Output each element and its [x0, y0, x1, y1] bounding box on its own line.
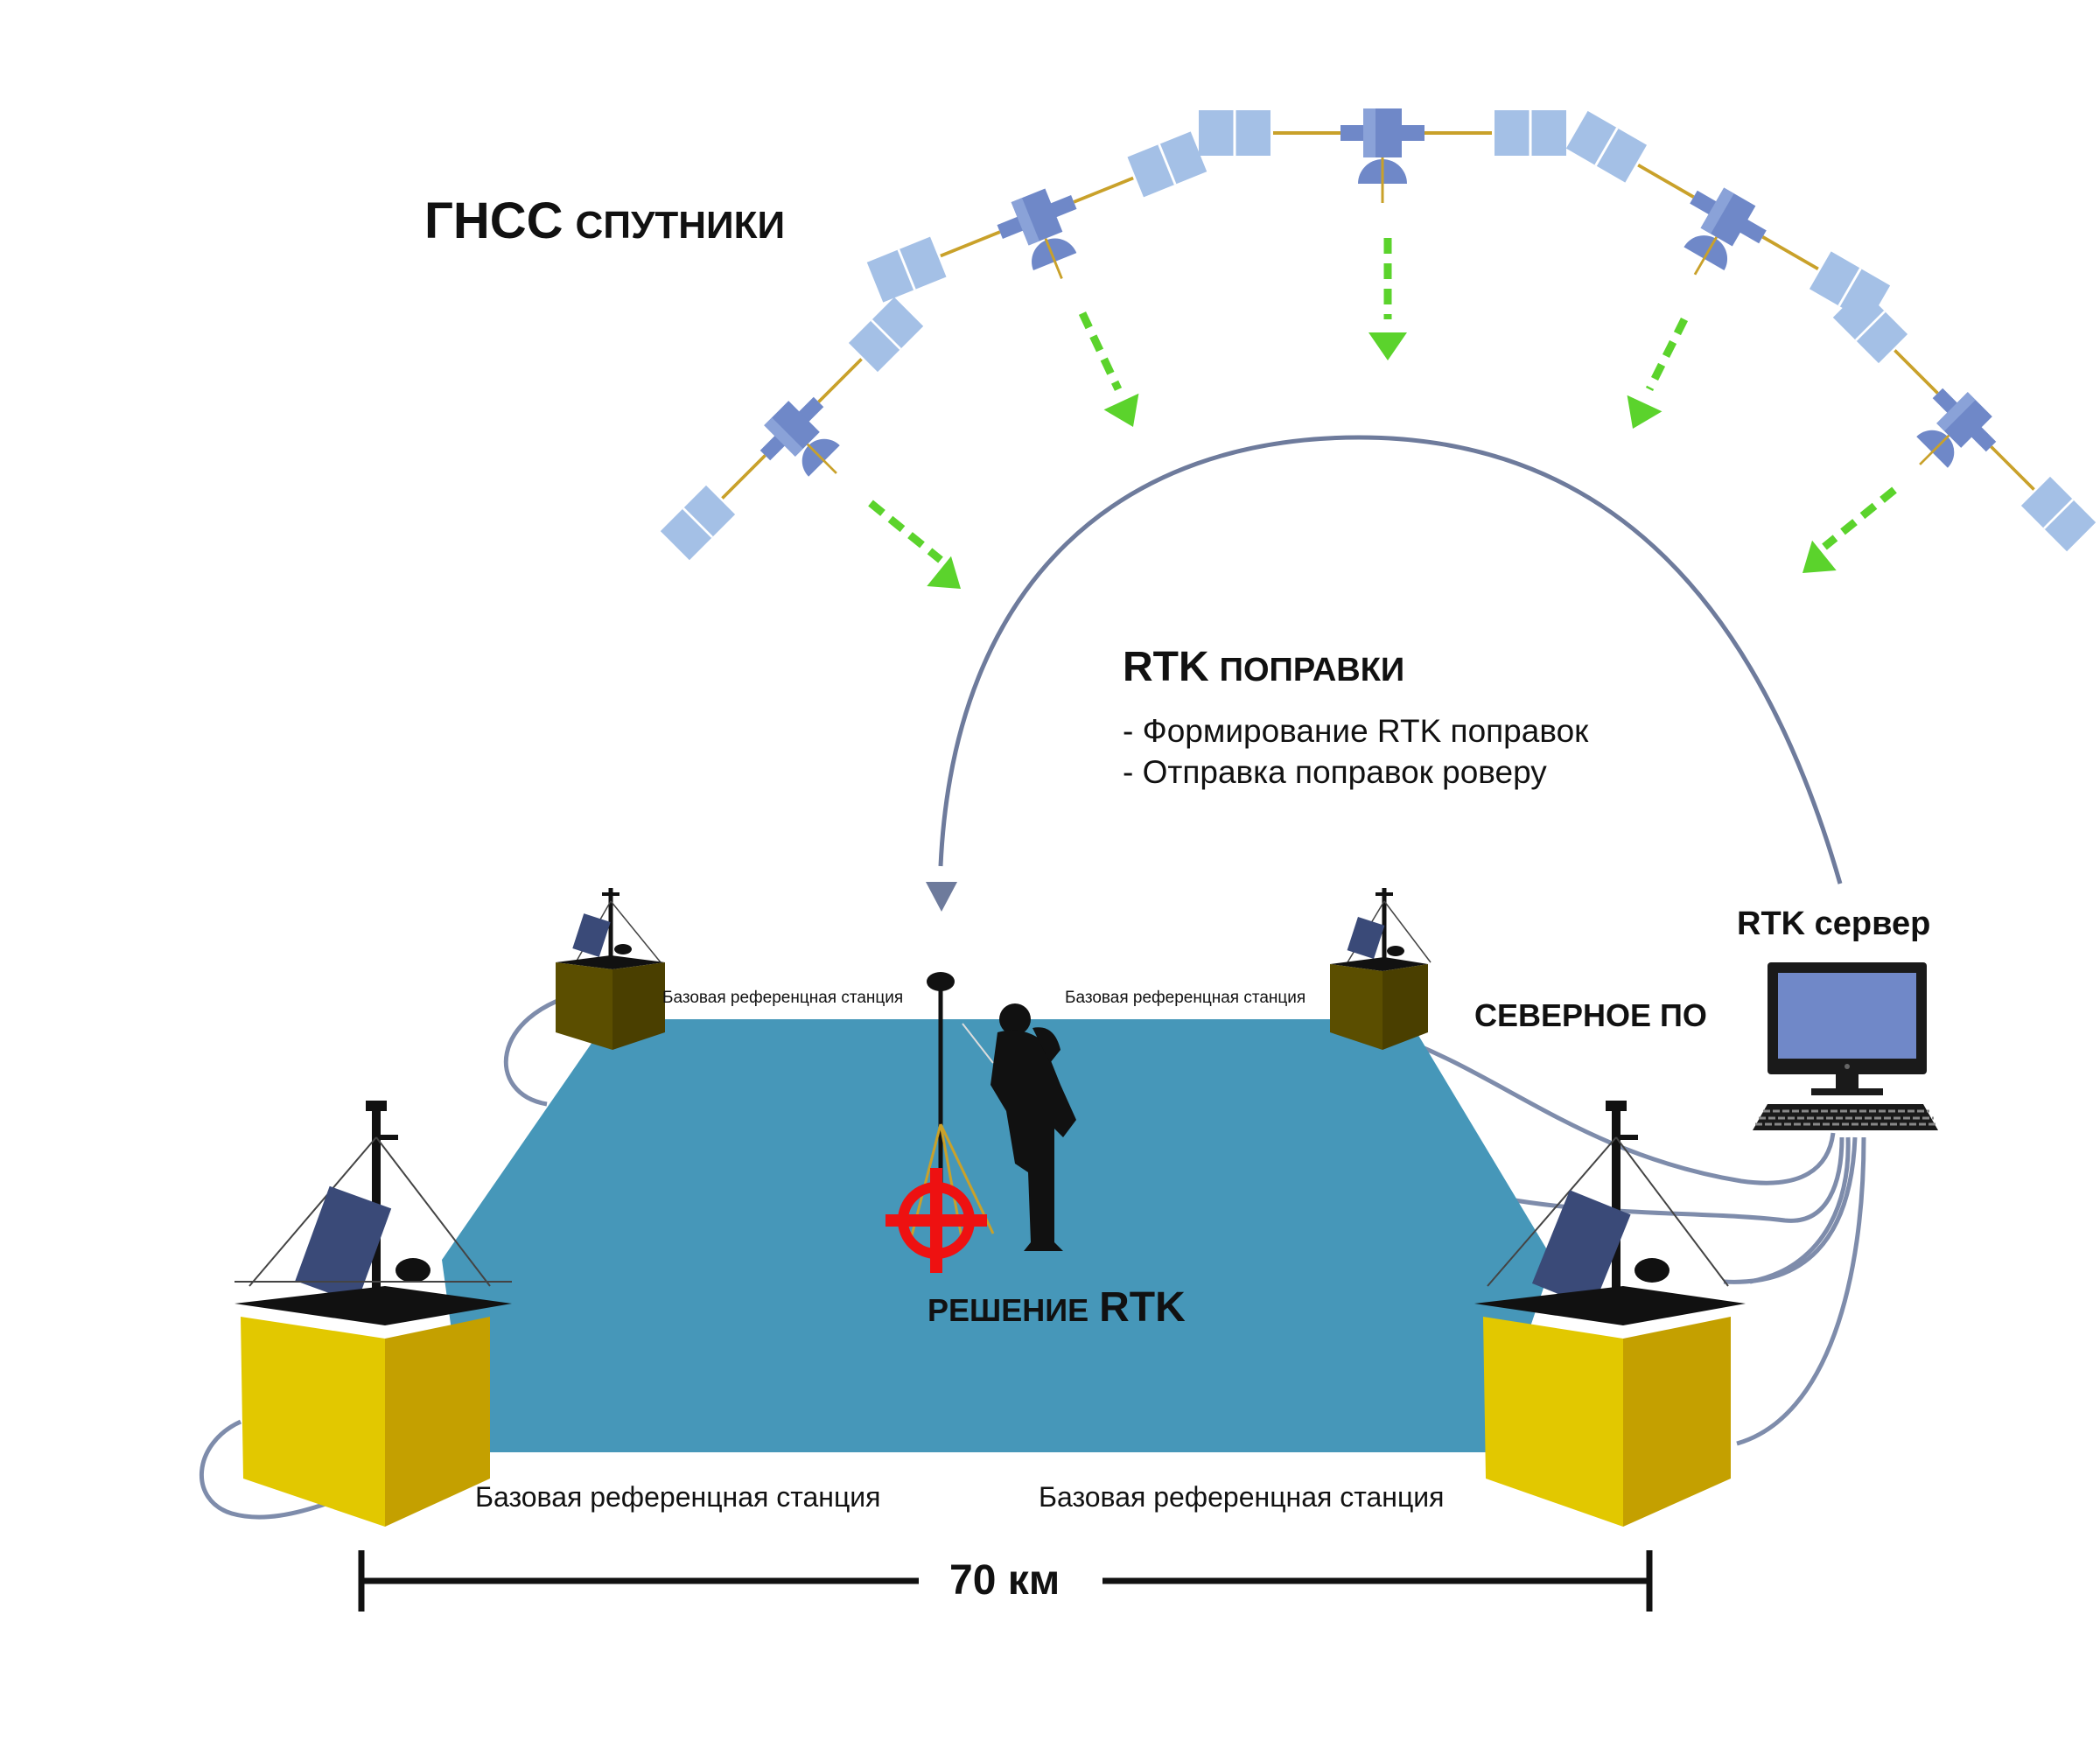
- station-label-back-left: Базовая референцная станция: [662, 989, 903, 1007]
- correction-arc: [938, 435, 1843, 884]
- signal-arrow-icon: [1368, 238, 1407, 360]
- network-cables: [200, 990, 1866, 1520]
- distance-label: 70 км: [949, 1557, 1060, 1604]
- software-label: СЕВЕРНОЕ ПО: [1474, 997, 1707, 1033]
- server-computer-icon: [1753, 962, 1938, 1130]
- base-station-back-left: [556, 888, 665, 1050]
- satellite-icon: [1197, 107, 1568, 205]
- surveyor-icon: [990, 1003, 1076, 1251]
- signal-arrow-icon: [868, 500, 973, 605]
- correction-arrowhead: [926, 882, 957, 912]
- satellite-icon: [864, 128, 1226, 346]
- base-station-front-right: [1474, 1101, 1746, 1527]
- station-label-back-right: Базовая референцная станция: [1065, 989, 1306, 1007]
- satellite-icon: [657, 294, 956, 592]
- rtk-server-label: RTK сервер: [1737, 905, 1930, 942]
- base-station-back-right: [1330, 888, 1432, 1050]
- rtk-field: [442, 1019, 1553, 1452]
- base-station-front-left: [234, 1101, 512, 1527]
- rtk-corrections-item: - Формирование RTK поправок: [1123, 713, 1589, 749]
- signal-arrow-icon: [1615, 317, 1689, 437]
- satellite-icon: [1542, 108, 1893, 364]
- signal-arrow-icon: [1790, 486, 1897, 589]
- rtk-corrections-item: - Отправка поправок роверу: [1123, 754, 1547, 790]
- distance-scale: [358, 1550, 1653, 1612]
- signal-arrow-icon: [1078, 311, 1151, 436]
- satellite-icon: [1801, 285, 2099, 584]
- station-label-front-left: Базовая референцная станция: [475, 1481, 881, 1513]
- station-label-front-right: Базовая референцная станция: [1039, 1481, 1445, 1513]
- crosshair-icon: [886, 1168, 987, 1273]
